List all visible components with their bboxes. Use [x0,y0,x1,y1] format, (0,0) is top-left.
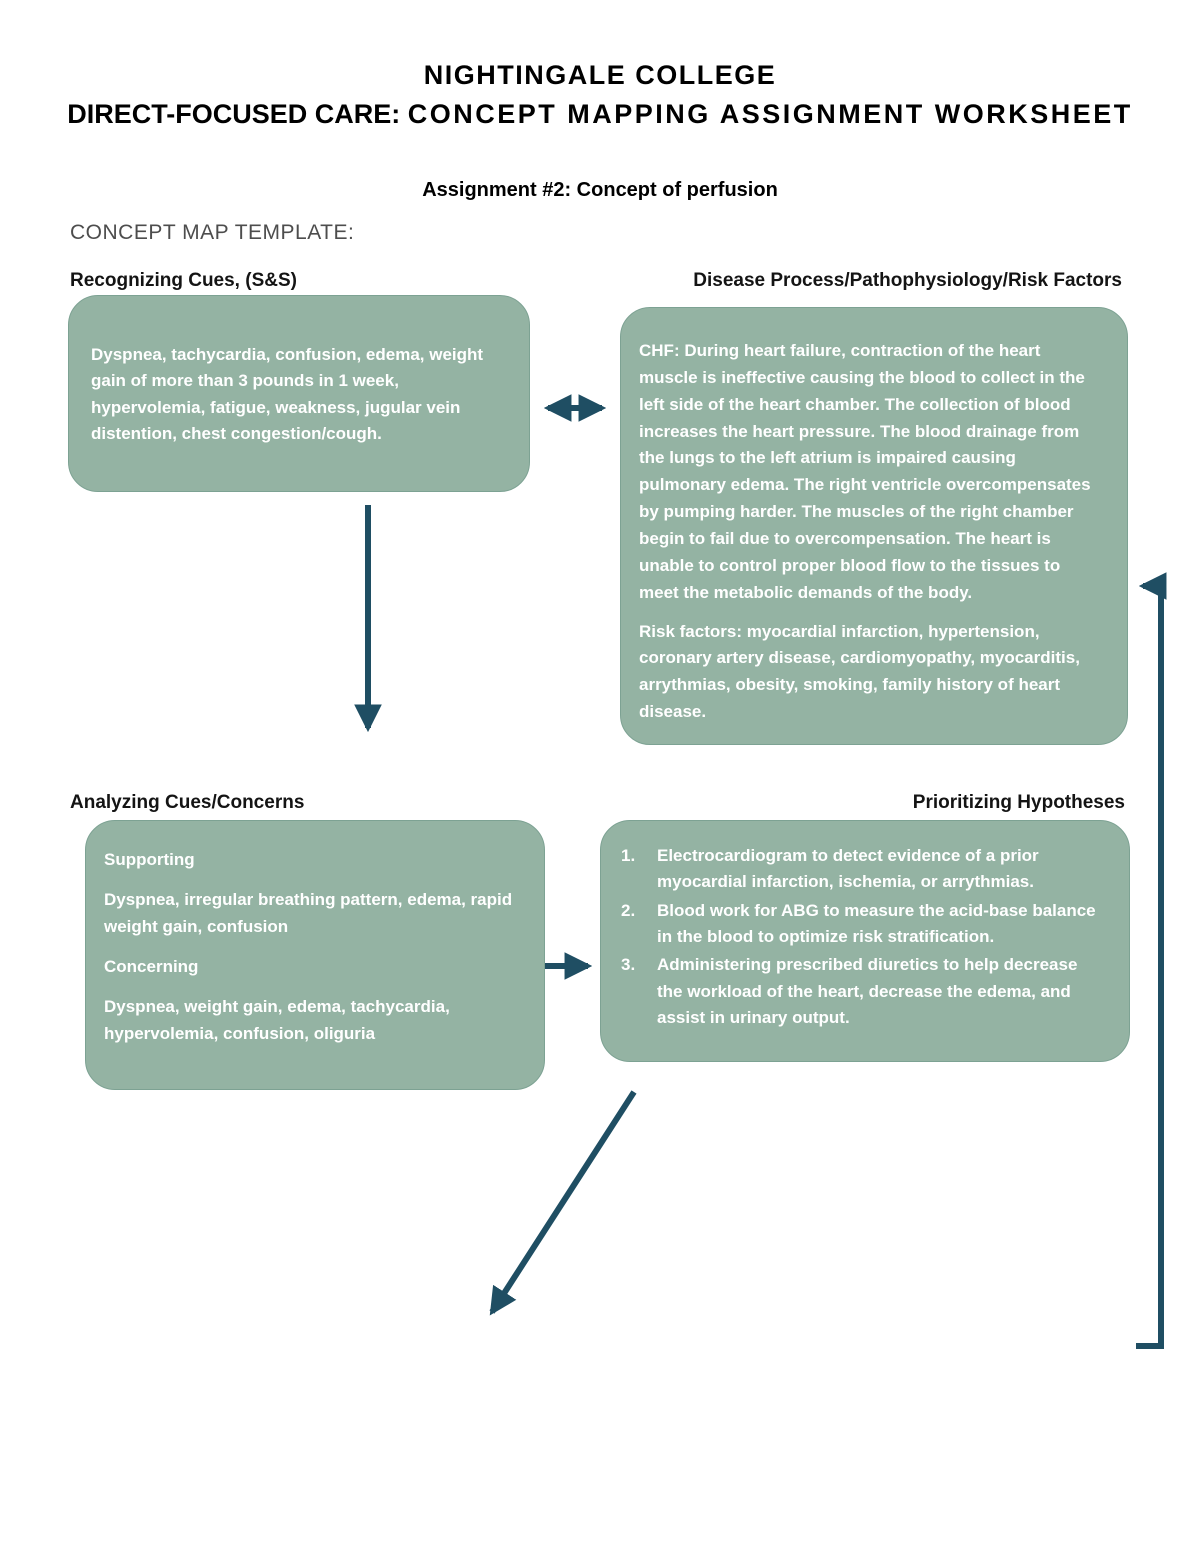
disease-pathophysiology-text: CHF: During heart failure, contraction o… [639,341,1091,602]
template-label: CONCEPT MAP TEMPLATE: [70,221,355,244]
concerning-text: Dyspnea, weight gain, edema, tachycardia… [104,997,450,1043]
arrow-prioritizing-diagonal [489,1090,637,1316]
disease-process-label: Disease Process/Pathophysiology/Risk Fac… [693,270,1122,291]
hypothesis-item: Electrocardiogram to detect evidence of … [621,843,1039,892]
elbow-connector-to-disease [1136,572,1167,1349]
recognizing-cues-box: Dyspnea, tachycardia, confusion, edema, … [68,295,530,492]
recognizing-cues-text: Dyspnea, tachycardia, confusion, edema, … [91,345,484,444]
page-subtitle: DIRECT-FOCUSED CARE: CONCEPT MAPPING ASS… [0,99,1200,130]
supporting-heading: Supporting [104,850,195,869]
page-title: NIGHTINGALE COLLEGE [423,60,777,90]
recognizing-cues-label: Recognizing Cues, (S&S) [70,270,297,291]
hypothesis-item: Administering prescribed diuretics to he… [621,952,1078,1028]
disease-risk-factors-text: Risk factors: myocardial infarction, hyp… [639,621,1080,722]
assignment-title: Assignment #2: Concept of perfusion [422,179,778,201]
analyzing-cues-box: Supporting Dyspnea, irregular breathing … [85,820,545,1090]
subtitle-main: CONCEPT MAPPING ASSIGNMENT WORKSHEET [407,99,1133,129]
analyzing-cues-label: Analyzing Cues/Concerns [70,792,305,813]
supporting-text: Dyspnea, irregular breathing pattern, ed… [104,890,513,936]
concerning-heading: Concerning [104,957,199,977]
hypotheses-list: Electrocardiogram to detect evidence of … [619,843,1105,1031]
prioritizing-hypotheses-label: Prioritizing Hypotheses [912,792,1125,813]
prioritizing-hypotheses-box: Electrocardiogram to detect evidence of … [600,820,1130,1062]
disease-process-box: CHF: During heart failure, contraction o… [620,307,1128,745]
subtitle-prefix: DIRECT-FOCUSED CARE: [67,99,408,129]
hypothesis-item: Blood work for ABG to measure the acid-b… [621,898,1096,947]
